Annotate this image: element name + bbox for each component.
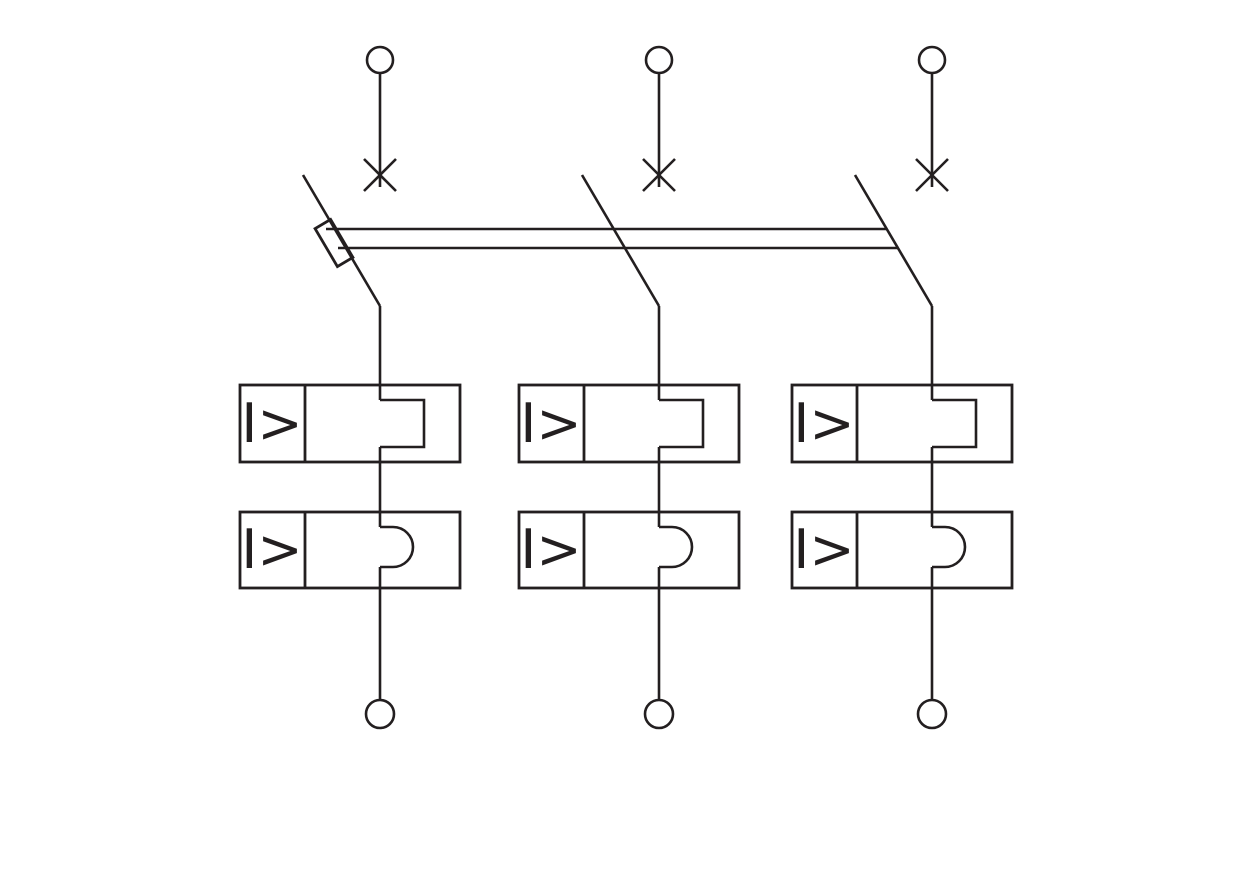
pole-2-thermal-release-label: I> — [520, 518, 581, 581]
pole-2 — [517, 45, 741, 730]
pole-1-thermal-release-label: I> — [241, 518, 302, 581]
pole-3-thermal-release-label: I> — [793, 518, 854, 581]
mechanical-linkage — [313, 217, 898, 269]
pole-2-magnetic-release-label: I> — [520, 392, 581, 455]
pole-3-magnetic-release-label: I> — [793, 392, 854, 455]
pole-3 — [790, 45, 1014, 730]
pole-1 — [238, 45, 462, 730]
pole-1-magnetic-release-label: I> — [241, 392, 302, 455]
actuator-box — [313, 217, 355, 269]
